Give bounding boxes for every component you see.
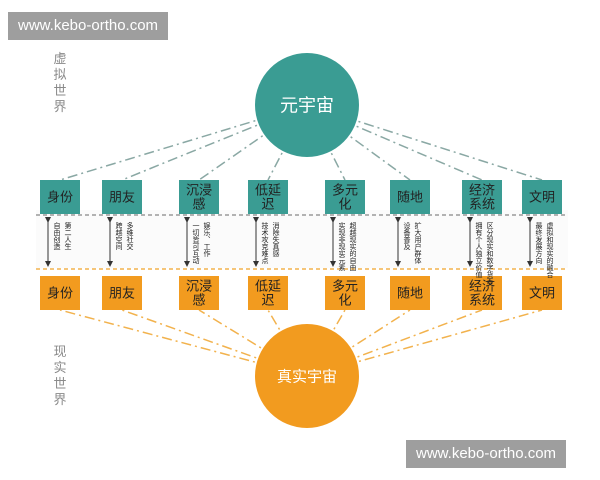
connection-note: 第二人生 <box>64 221 72 250</box>
connection-note: 一切皆可互动 <box>192 222 200 265</box>
bottom-connector-line <box>306 309 346 377</box>
virtual-box-label: 文明 <box>529 191 555 206</box>
virtual-box-label: 经济系统 <box>469 184 495 213</box>
real-box <box>325 276 365 310</box>
real-box <box>40 276 80 310</box>
virtual-world-label: 虚拟世界 <box>53 52 67 115</box>
connection-note: 跨越空间 <box>115 221 123 251</box>
real-box <box>390 276 430 310</box>
top-connector-line <box>306 104 483 181</box>
real-universe-circle-label: 真实宇宙 <box>277 367 337 385</box>
real-box-label: 文明 <box>529 287 555 302</box>
bottom-connector-line <box>121 309 308 377</box>
middle-band <box>36 210 568 268</box>
metaverse-circle <box>255 53 359 157</box>
connection-note: 区分现实和数字货币 <box>486 222 494 286</box>
metaverse-circle-label: 元宇宙 <box>280 95 334 116</box>
virtual-box <box>179 180 219 214</box>
real-box-label: 身份 <box>47 286 73 302</box>
virtual-box-label: 沉浸感 <box>186 184 212 213</box>
bottom-connector-line <box>306 309 483 377</box>
watermark-top: www.kebo-ortho.com <box>8 12 169 40</box>
real-box <box>522 276 562 310</box>
virtual-box <box>102 180 142 214</box>
bottom-connector-line <box>267 309 308 377</box>
real-box <box>102 276 142 310</box>
virtual-box-label: 身份 <box>47 190 73 206</box>
connection-note: 多维社交 <box>126 221 134 251</box>
connection-note: 娱乐、工作 <box>203 221 211 258</box>
real-box <box>462 276 502 310</box>
connection-note: 消除失真感 <box>272 221 280 257</box>
connection-note: 扩大用户群体 <box>414 221 422 265</box>
top-connector-line <box>121 104 308 181</box>
connection-note: 最终发展方向 <box>535 222 543 264</box>
virtual-box <box>522 180 562 214</box>
virtual-box <box>325 180 365 214</box>
connection-note: 技术攻克难点 <box>261 221 269 265</box>
connection-note: 拥有个人独立价值 <box>475 221 483 279</box>
virtual-box <box>462 180 502 214</box>
real-box-label: 沉浸感 <box>186 280 212 309</box>
virtual-box-label: 朋友 <box>109 190 135 206</box>
real-world-label: 现实世界 <box>53 345 67 408</box>
virtual-box <box>390 180 430 214</box>
connection-note: 虚拟和现实的融合 <box>546 221 554 279</box>
watermark-bottom: www.kebo-ortho.com <box>406 440 567 468</box>
real-universe-circle <box>255 324 359 428</box>
real-box <box>179 276 219 310</box>
connection-note: 设备普及 <box>403 221 411 251</box>
virtual-box-label: 低延迟 <box>255 184 281 213</box>
virtual-box <box>248 180 288 214</box>
virtual-box-label: 多元化 <box>332 183 358 213</box>
connection-note: 实现非现实元素 <box>338 221 346 271</box>
connection-note: 自由创造 <box>53 221 61 251</box>
connection-note: 超越现实的自由 <box>349 221 357 272</box>
virtual-box <box>40 180 80 214</box>
real-box-label: 随地 <box>397 287 423 302</box>
real-box-label: 朋友 <box>109 286 135 302</box>
real-box-label: 低延迟 <box>255 280 281 309</box>
real-box <box>248 276 288 310</box>
virtual-box-label: 随地 <box>397 191 423 206</box>
real-box-label: 多元化 <box>332 279 358 309</box>
real-box-label: 经济系统 <box>469 280 495 309</box>
